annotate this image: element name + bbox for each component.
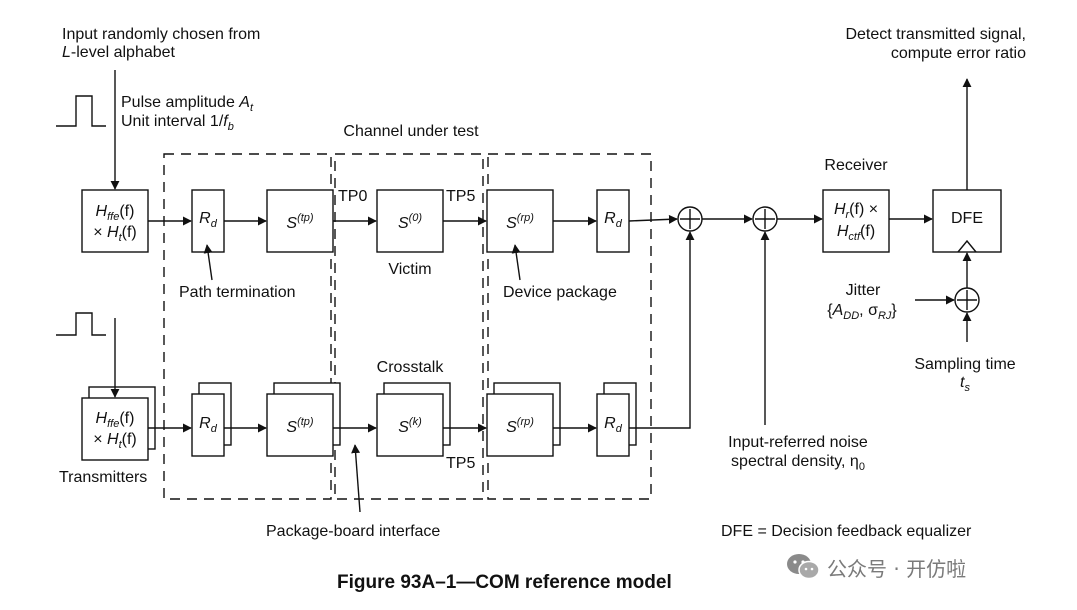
channel-under-test-label: Channel under test xyxy=(343,123,479,140)
s-rp-label-bottom: S(rp) xyxy=(506,416,534,436)
pulse-amplitude-label: Pulse amplitude At xyxy=(121,94,254,114)
s-tp-label-bottom: S(tp) xyxy=(286,416,314,436)
wechat-icon xyxy=(787,554,820,580)
noise-label-line1: Input-referred noise xyxy=(728,434,868,451)
watermark: 公众号 · 开仿啦 xyxy=(785,552,966,582)
rd-label-rx-top: Rd xyxy=(604,210,622,230)
pulse-symbol-top xyxy=(56,95,106,127)
tx-ffe-label-top: Hffe(f) xyxy=(95,203,135,223)
dashed-box-channel xyxy=(334,153,484,500)
s-tp-label-top: S(tp) xyxy=(286,212,314,232)
input-note-line1: Input randomly chosen from xyxy=(62,26,261,43)
s-0-victim-block xyxy=(376,189,444,253)
device-package-label: Device package xyxy=(503,284,617,301)
tp5-top-label: TP5 xyxy=(446,188,476,205)
rx-hr-label: Hr(f) × xyxy=(833,201,879,221)
s-tp-block-bottom xyxy=(266,393,334,457)
rd-label-tx-bottom: Rd xyxy=(199,415,217,435)
tx-ffe-block-bottom xyxy=(81,397,149,461)
transmitters-label: Transmitters xyxy=(59,469,148,486)
s-rp-block-bottom xyxy=(486,393,554,457)
s-k-crosstalk-block xyxy=(376,393,444,457)
watermark-text: 公众号 · 开仿啦 xyxy=(827,556,967,581)
tp5-bottom-label: TP5 xyxy=(446,455,476,472)
rd-label-tx-top: Rd xyxy=(199,210,217,230)
tx-ht-label-bottom: × Ht(f) xyxy=(93,431,137,451)
pulse-symbol-bottom xyxy=(56,312,106,336)
tp0-label: TP0 xyxy=(338,188,368,205)
dashed-box-tx-package xyxy=(163,153,332,500)
figure-caption: Figure 93A–1—COM reference model xyxy=(337,572,672,593)
noise-label-line2: spectral density, η0 xyxy=(731,453,865,473)
rd-block-tx-bottom xyxy=(191,393,225,457)
tx-ht-label-top: × Ht(f) xyxy=(93,224,137,244)
dfe-block-label: DFE xyxy=(951,210,983,227)
rd-block-rx-bottom xyxy=(596,393,630,457)
unit-interval-label: Unit interval 1/fb xyxy=(121,113,234,133)
detect-note-line2: compute error ratio xyxy=(890,45,1026,62)
rd-block-tx-top xyxy=(191,189,225,253)
jitter-label: Jitter xyxy=(845,282,881,299)
input-note-line2: L-level alphabet xyxy=(62,44,175,61)
victim-label: Victim xyxy=(388,261,432,278)
s-rp-label-top: S(rp) xyxy=(506,212,534,232)
sampling-time-var: ts xyxy=(960,374,970,394)
tx-ffe-label-bottom: Hffe(f) xyxy=(95,410,135,430)
s-tp-block-top xyxy=(266,189,334,253)
sampling-time-label: Sampling time xyxy=(914,356,1016,373)
tx-ffe-block-top xyxy=(81,189,149,253)
dfe-clock-triangle xyxy=(957,239,977,253)
crosstalk-label: Crosstalk xyxy=(376,359,444,376)
detect-note-line1: Detect transmitted signal, xyxy=(845,26,1026,43)
rx-hctf-label: Hctf(f) xyxy=(836,223,876,243)
s-0-label: S(0) xyxy=(397,212,423,232)
jitter-params: {ADD, σRJ} xyxy=(827,302,897,322)
rd-block-rx-top xyxy=(596,189,630,253)
package-board-interface-label: Package-board interface xyxy=(266,523,441,540)
dfe-legend: DFE = Decision feedback equalizer xyxy=(721,523,972,540)
receiver-label: Receiver xyxy=(824,157,888,174)
s-rp-block-top xyxy=(486,189,554,253)
receiver-ctf-block xyxy=(822,189,890,253)
path-termination-label: Path termination xyxy=(179,284,296,301)
s-k-label: S(k) xyxy=(398,416,422,436)
rd-label-rx-bottom: Rd xyxy=(604,415,622,435)
